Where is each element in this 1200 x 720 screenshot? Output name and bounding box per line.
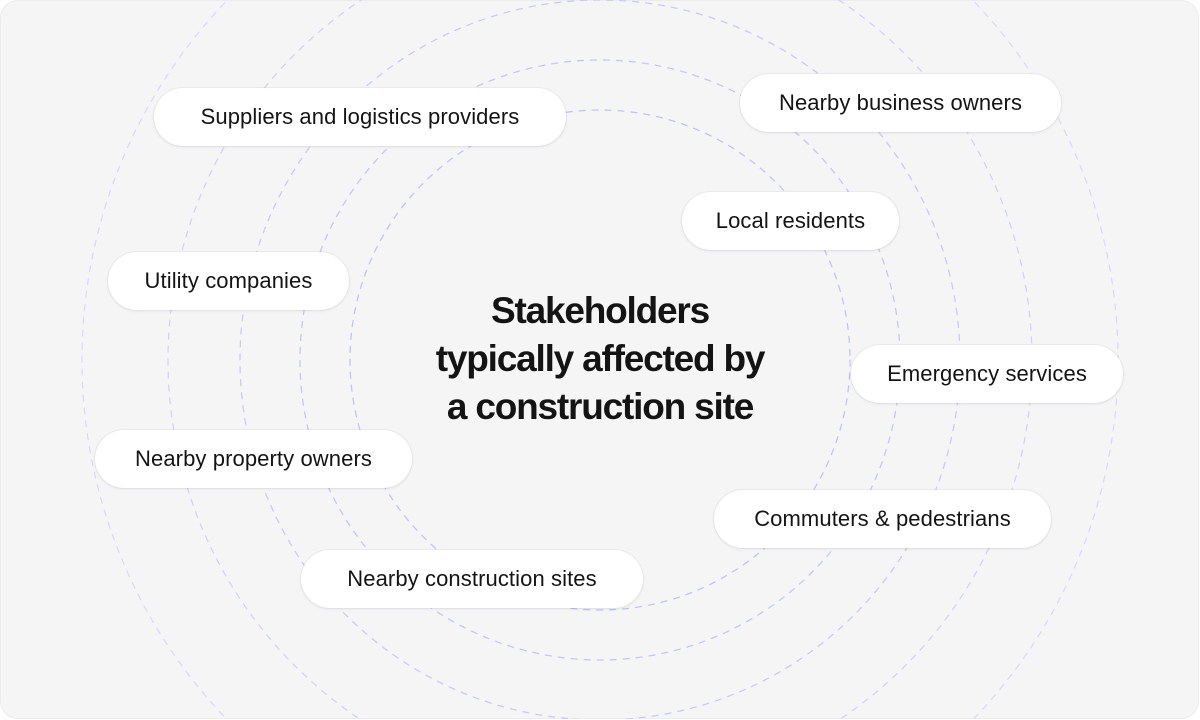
stakeholder-utility-companies: Utility companies — [108, 252, 349, 310]
stakeholder-nearby-construction-sites: Nearby construction sites — [301, 550, 643, 608]
title-line-1: Stakeholders — [491, 290, 710, 331]
title-line-3: a construction site — [446, 386, 754, 427]
stakeholder-nearby-property-owners: Nearby property owners — [95, 430, 412, 488]
ring-1 — [349, 109, 851, 611]
stakeholder-local-residents: Local residents — [682, 192, 899, 250]
diagram-title: Stakeholders typically affected by a con… — [380, 287, 820, 431]
title-line-2: typically affected by — [435, 338, 766, 379]
stakeholder-nearby-business-owners: Nearby business owners — [740, 74, 1061, 132]
stakeholder-suppliers-logistics: Suppliers and logistics providers — [154, 88, 566, 146]
stakeholder-emergency-services: Emergency services — [851, 345, 1123, 403]
stakeholder-commuters-pedestrians: Commuters & pedestrians — [714, 490, 1051, 548]
